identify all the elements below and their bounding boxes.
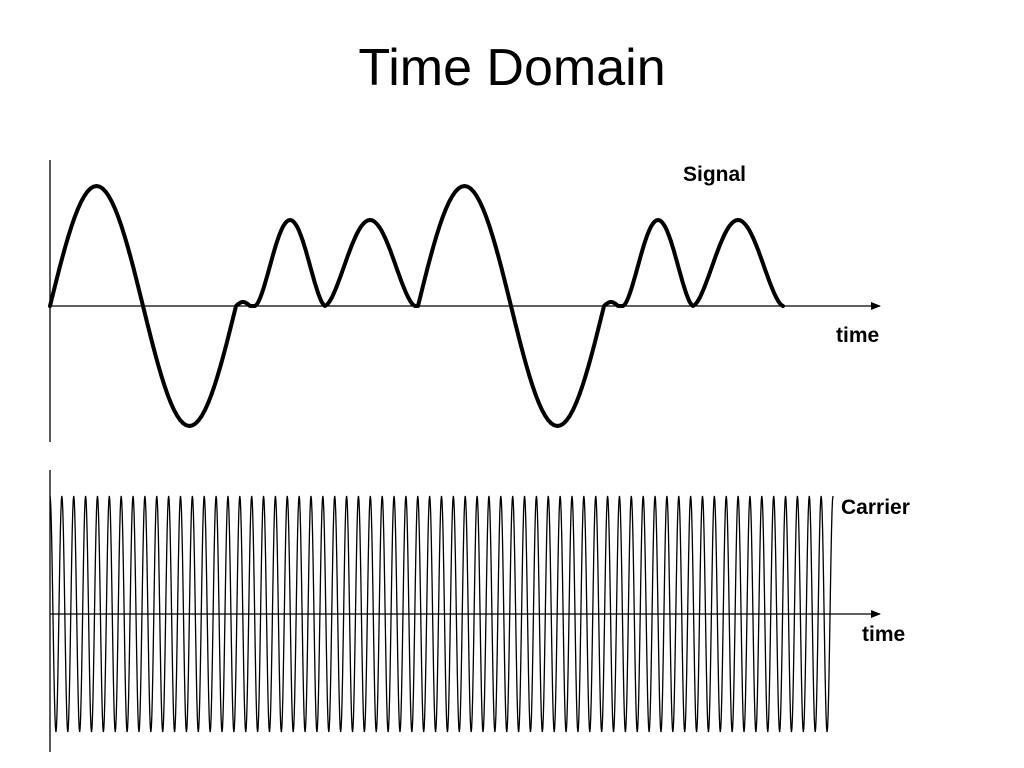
page-title: Time Domain bbox=[358, 39, 666, 97]
carrier-time-label: time bbox=[862, 623, 905, 646]
signal-time-label: time bbox=[836, 324, 879, 347]
carrier-label: Carrier bbox=[841, 496, 910, 519]
carrier-panel: Carrier time bbox=[49, 470, 910, 752]
signal-panel: Signal time bbox=[48, 160, 881, 442]
signal-waveform bbox=[48, 184, 785, 428]
signal-label: Signal bbox=[683, 163, 746, 186]
carrier-waveform bbox=[49, 495, 834, 733]
